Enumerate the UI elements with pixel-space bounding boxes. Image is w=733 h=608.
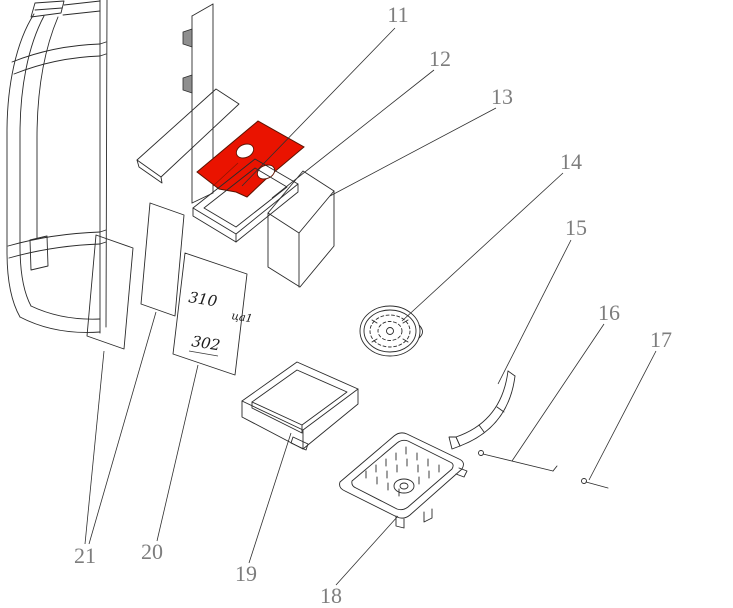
side-plate-b bbox=[140, 202, 185, 317]
tray-handle bbox=[290, 436, 309, 451]
grate-pan bbox=[339, 432, 468, 529]
leader-17 bbox=[588, 350, 657, 481]
panel-tab bbox=[182, 28, 193, 48]
side-plate-a bbox=[86, 234, 134, 350]
deflector-plate bbox=[136, 88, 240, 184]
plate-hole bbox=[235, 143, 255, 159]
poker-rod bbox=[478, 450, 558, 472]
callout-11: 11 bbox=[387, 2, 408, 27]
side-panel bbox=[267, 170, 335, 288]
leader-11 bbox=[241, 27, 396, 187]
pan-foot bbox=[423, 508, 433, 523]
pan-center-boss bbox=[393, 478, 415, 494]
top-plate-face bbox=[196, 120, 305, 198]
callout-20: 20 bbox=[141, 539, 163, 564]
round-grate bbox=[359, 305, 423, 357]
leader-15 bbox=[497, 239, 572, 385]
handwritten-mark-310: 310 bbox=[187, 288, 219, 310]
panel-tab bbox=[182, 74, 193, 94]
stove-body bbox=[6, 0, 108, 334]
leader-12 bbox=[271, 69, 435, 199]
ash-drawer-tray bbox=[241, 361, 359, 451]
callout-19: 19 bbox=[235, 561, 257, 586]
callout-18: 18 bbox=[320, 583, 342, 608]
inner-plate-marked: 310 ца1 302 bbox=[172, 252, 254, 376]
leader-16 bbox=[511, 323, 605, 462]
pin-rod bbox=[581, 478, 609, 489]
side-plates bbox=[86, 202, 185, 350]
leader-21b bbox=[88, 311, 157, 545]
leader-19 bbox=[248, 432, 292, 564]
callout-21: 21 bbox=[74, 543, 96, 568]
grate-tab bbox=[418, 324, 423, 339]
top-plate-highlighted bbox=[196, 120, 305, 198]
handwritten-mark-ca1: ца1 bbox=[231, 309, 254, 325]
callout-15: 15 bbox=[565, 215, 587, 240]
callout-17: 17 bbox=[650, 327, 672, 352]
callout-numbers: 11 12 13 14 15 16 17 18 19 20 21 bbox=[74, 2, 672, 608]
leader-13 bbox=[329, 107, 497, 197]
curved-bracket bbox=[448, 370, 516, 450]
callout-13: 13 bbox=[491, 84, 513, 109]
leader-14 bbox=[401, 172, 564, 322]
pan-foot bbox=[395, 515, 405, 529]
callout-12: 12 bbox=[429, 46, 451, 71]
leader-20 bbox=[156, 364, 199, 542]
stove-top-frame bbox=[192, 158, 299, 243]
leader-lines bbox=[84, 27, 657, 586]
leader-18 bbox=[335, 515, 399, 586]
callout-14: 14 bbox=[560, 149, 582, 174]
callout-16: 16 bbox=[598, 300, 620, 325]
plate-hole bbox=[256, 164, 276, 180]
handwritten-mark-302: 302 bbox=[190, 332, 221, 354]
leader-21a bbox=[84, 350, 105, 545]
